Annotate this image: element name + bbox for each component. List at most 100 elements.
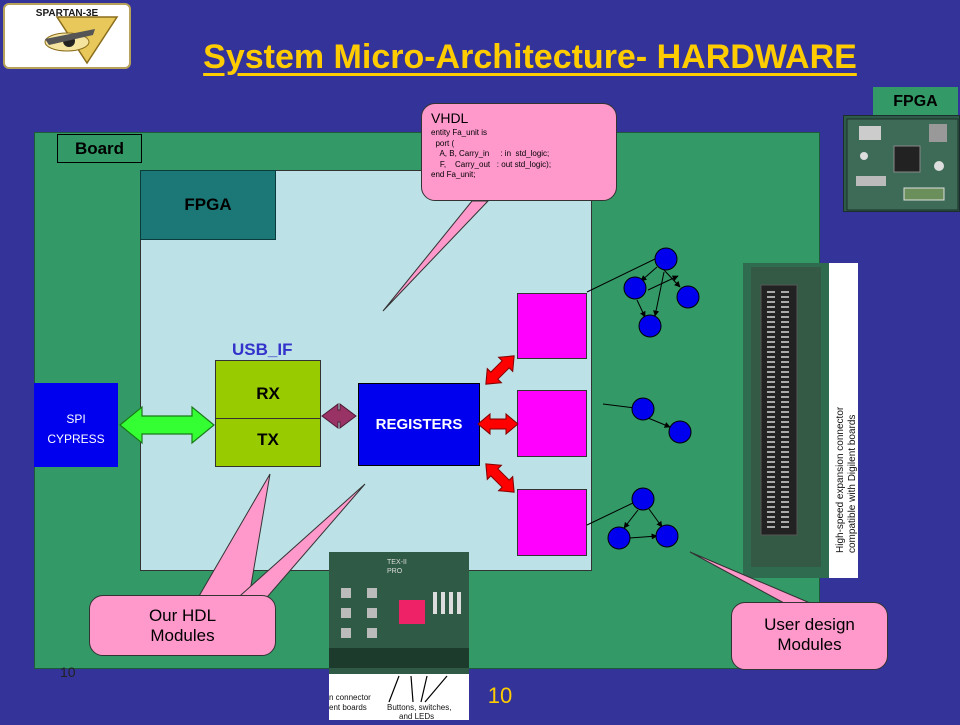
connector-pin	[781, 501, 789, 503]
connector-pin	[781, 511, 789, 513]
connector-pin	[781, 391, 789, 393]
expansion-connector-photo: High-speed expansion connector compatibl…	[743, 263, 858, 578]
spi-cypress-block: SPI CYPRESS	[34, 383, 118, 467]
connector-pin	[767, 381, 775, 383]
svg-text:ent boards: ent boards	[329, 703, 367, 712]
connector-pin	[781, 486, 789, 488]
connector-pin	[767, 441, 775, 443]
fpga-board-photo	[843, 115, 960, 212]
fpga-board-drawing	[846, 118, 959, 211]
hdl-modules-text: Our HDL Modules	[148, 606, 217, 645]
connector-pin	[767, 336, 775, 338]
rx-label: RX	[256, 384, 280, 403]
svg-text:n connector: n connector	[329, 693, 371, 702]
spartan-3e-logo: SPARTAN-3E	[3, 3, 131, 69]
connector-pin	[781, 326, 789, 328]
svg-text:and LEDs: and LEDs	[399, 712, 434, 720]
connector-pin	[767, 491, 775, 493]
connector-pin	[781, 406, 789, 408]
vhdl-title: VHDL	[431, 110, 469, 126]
user-module-1	[517, 293, 587, 359]
connector-pin	[767, 431, 775, 433]
connector-pin	[781, 371, 789, 373]
connector-pin	[767, 411, 775, 413]
connector-pin	[781, 431, 789, 433]
connector-pin	[781, 411, 789, 413]
connector-pin	[781, 516, 789, 518]
connector-pin	[767, 501, 775, 503]
registers-block: REGISTERS	[358, 383, 480, 466]
connector-pin	[781, 481, 789, 483]
connector-pin	[781, 451, 789, 453]
connector-pin	[781, 346, 789, 348]
connector-drawing: High-speed expansion connector compatibl…	[743, 263, 858, 578]
connector-pins	[767, 291, 789, 528]
connector-pin	[781, 316, 789, 318]
connector-pin	[767, 331, 775, 333]
connector-pin	[781, 306, 789, 308]
connector-pin	[781, 351, 789, 353]
connector-pin	[767, 516, 775, 518]
connector-caption: High-speed expansion connector compatibl…	[835, 406, 858, 553]
spi-label: SPI	[66, 412, 86, 426]
connector-pin	[781, 356, 789, 358]
connector-pin	[781, 491, 789, 493]
connector-pin	[767, 306, 775, 308]
connector-pin	[781, 526, 789, 528]
connector-pin	[767, 446, 775, 448]
connector-pin	[781, 381, 789, 383]
connector-pin	[781, 396, 789, 398]
connector-pin	[767, 426, 775, 428]
connector-pin	[767, 471, 775, 473]
connector-pin	[767, 396, 775, 398]
connector-pin	[781, 386, 789, 388]
vhdl-callout: VHDL entity Fa_unit is port ( A, B, Carr…	[421, 103, 617, 201]
cypress-label: CYPRESS	[47, 432, 105, 446]
connector-pin	[767, 361, 775, 363]
connector-pin	[767, 416, 775, 418]
connector-pin	[781, 336, 789, 338]
connector-pin	[767, 496, 775, 498]
connector-pin	[767, 406, 775, 408]
logo-graphic: SPARTAN-3E	[36, 8, 119, 65]
user-module-3	[517, 489, 587, 556]
connector-pin	[781, 321, 789, 323]
connector-pin	[767, 506, 775, 508]
svg-text:Buttons, switches,: Buttons, switches,	[387, 703, 451, 712]
connector-pin	[781, 476, 789, 478]
hdl-modules-callout: Our HDL Modules	[89, 595, 276, 656]
connector-pin	[767, 421, 775, 423]
connector-pin	[767, 486, 775, 488]
connector-pin	[767, 461, 775, 463]
usb-if-block	[215, 360, 321, 467]
connector-pin	[767, 481, 775, 483]
connector-pin	[781, 331, 789, 333]
connector-pin	[767, 346, 775, 348]
svg-text:High-speed expansion connector: High-speed expansion connector	[835, 406, 846, 553]
rx-tx-divider	[215, 418, 321, 419]
connector-pin	[781, 506, 789, 508]
connector-pin	[767, 341, 775, 343]
connector-pin	[767, 436, 775, 438]
connector-pin	[781, 496, 789, 498]
usb-if-label: USB_IF	[232, 340, 293, 359]
connector-pin	[767, 451, 775, 453]
connector-pin	[781, 446, 789, 448]
logo-text: SPARTAN-3E	[36, 8, 99, 19]
board-photo-drawing: TEX-II PRO n connector ent boards Button…	[329, 552, 469, 721]
connector-pin	[767, 301, 775, 303]
connector-pin	[781, 291, 789, 293]
connector-pin	[781, 366, 789, 368]
connector-pin	[781, 401, 789, 403]
connector-pin	[781, 301, 789, 303]
connector-pin	[781, 436, 789, 438]
connector-pin	[767, 476, 775, 478]
connector-pin	[781, 471, 789, 473]
connector-pin	[767, 456, 775, 458]
connector-pin	[767, 391, 775, 393]
connector-pin	[767, 386, 775, 388]
connector-pin	[781, 456, 789, 458]
svg-text:PRO: PRO	[387, 568, 403, 575]
connector-pin	[767, 521, 775, 523]
fpga-photo-label: FPGA	[873, 87, 958, 117]
